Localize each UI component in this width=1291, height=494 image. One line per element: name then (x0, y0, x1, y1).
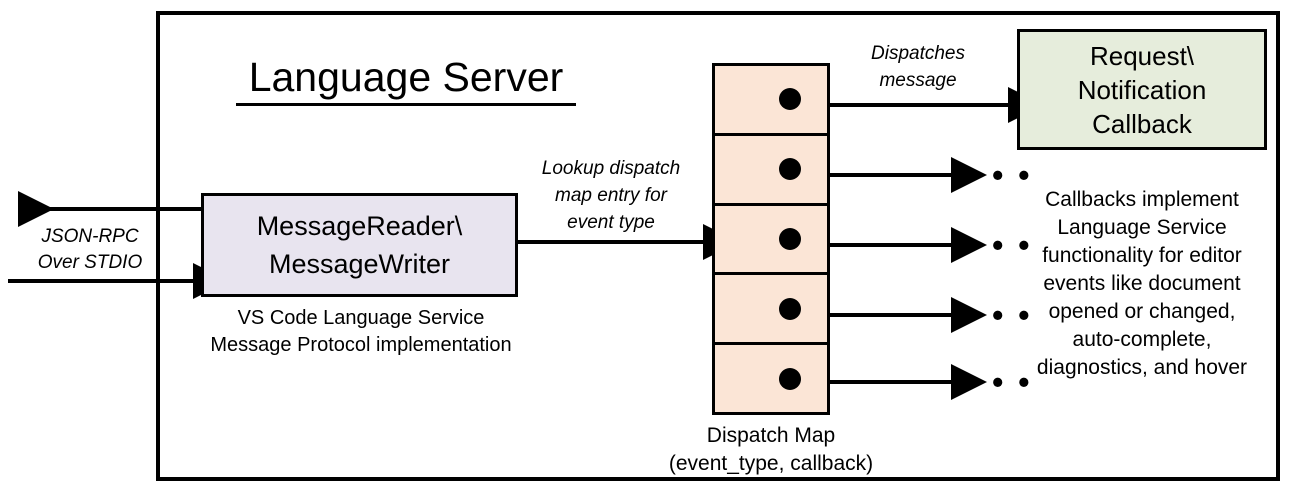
lookup-line1: Lookup dispatch (541, 158, 681, 179)
lookup-line3: event type (567, 212, 655, 233)
lookup-dispatch-label: Lookup dispatch map entry for event type (516, 155, 706, 236)
callback-box-label: Request\ Notification Callback (1078, 39, 1207, 141)
reader-line1: MessageReader\ (256, 211, 463, 241)
jsonrpc-label-line2: Over STDIO (37, 252, 143, 273)
message-reader-writer-box[interactable]: MessageReader\ MessageWriter (201, 193, 518, 297)
callback-pointer-dot-icon (779, 158, 801, 181)
callback-caption-line1: Callbacks implement (1045, 188, 1239, 211)
dispatch-caption-line2: (event_type, callback) (668, 452, 874, 475)
reader-line2: MessageWriter (268, 249, 451, 279)
callback-caption-line3: functionality for editor (1042, 244, 1242, 267)
message-reader-writer-label: MessageReader\ MessageWriter (257, 207, 463, 283)
callback-caption-line6: auto-complete, (1072, 328, 1212, 351)
callback-pointer-dot-icon (779, 367, 801, 390)
callback-caption-line5: opened or changed, (1048, 300, 1236, 323)
lookup-line2: map entry for (555, 185, 667, 206)
reader-caption-line1: VS Code Language Service (237, 307, 485, 329)
language-server-boundary (156, 11, 1280, 481)
dispatch-caption-line1: Dispatch Map (706, 424, 836, 447)
dispatch-map-caption: Dispatch Map (event_type, callback) (645, 422, 897, 478)
callback-pointer-dot-icon (779, 88, 801, 111)
jsonrpc-transport-label: JSON-RPC Over STDIO (20, 224, 160, 276)
dispatch-map-table[interactable] (712, 63, 830, 415)
request-notification-callback-box[interactable]: Request\ Notification Callback (1017, 29, 1267, 150)
callback-pointer-dot-icon (779, 297, 801, 320)
dispatch-msg-line1: Dispatches (871, 43, 965, 64)
jsonrpc-label-line1: JSON-RPC (41, 226, 139, 247)
page-title: Language Server (236, 52, 576, 106)
callback-caption-line2: Language Service (1057, 216, 1227, 239)
dispatch-msg-line2: message (879, 70, 957, 91)
callback-caption: Callbacks implement Language Service fun… (1006, 186, 1278, 382)
callback-line3: Callback (1092, 108, 1192, 139)
callback-line2: Notification (1077, 74, 1207, 105)
dispatch-map-row[interactable] (715, 206, 827, 276)
callback-pointer-dot-icon (779, 227, 801, 250)
dispatch-map-row[interactable] (715, 66, 827, 136)
ellipsis-row-5: • • • (966, 364, 1033, 400)
callback-caption-line7: diagnostics, and hover (1036, 356, 1248, 379)
ellipsis-row-2: • • • (966, 157, 1033, 193)
callback-line1: Request\ (1089, 40, 1195, 71)
dispatch-map-row[interactable] (715, 345, 827, 412)
dispatch-map-row[interactable] (715, 275, 827, 346)
reader-caption-line2: Message Protocol implementation (210, 334, 512, 356)
dispatch-map-row[interactable] (715, 136, 827, 206)
dispatches-message-label: Dispatches message (838, 40, 998, 94)
message-reader-caption: VS Code Language Service Message Protoco… (186, 305, 536, 359)
callback-caption-line4: events like document (1043, 272, 1241, 295)
